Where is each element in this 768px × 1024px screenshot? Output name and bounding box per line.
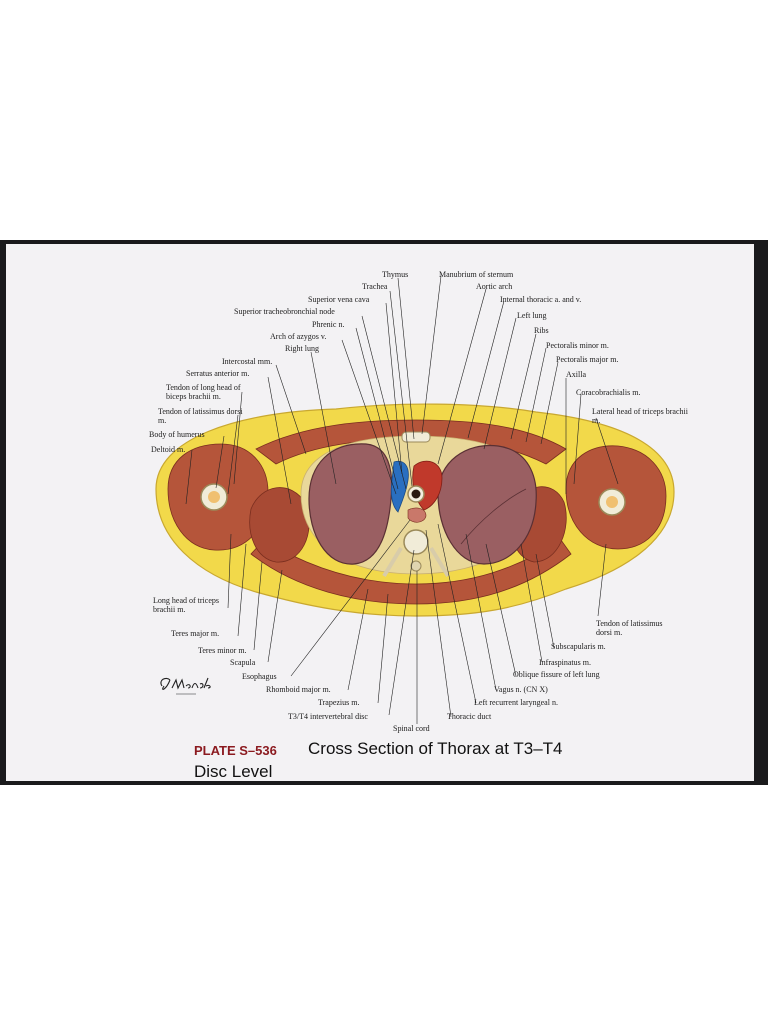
- label-superior-tracheobronchial-node: Superior tracheobronchial node: [234, 307, 335, 316]
- manubrium: [401, 431, 431, 443]
- right-lung: [308, 443, 393, 565]
- label-right-lung: Right lung: [285, 344, 320, 353]
- label-manubrium: Manubrium of sternum: [439, 270, 514, 279]
- label-infraspinatus: Infraspinatus m.: [539, 658, 591, 667]
- label-oblique-fissure: Oblique fissure of left lung: [513, 670, 600, 679]
- label-serratus-anterior: Serratus anterior m.: [186, 369, 250, 378]
- label-axilla: Axilla: [566, 370, 586, 379]
- superior-vena-cava: [390, 460, 409, 513]
- photo-screen-frame: Thymus Trachea Superior vena cava Superi…: [0, 240, 768, 785]
- esophagus: [407, 507, 427, 523]
- label-thymus: Thymus: [382, 270, 409, 279]
- label-lateral-head-triceps: Lateral head of triceps brachii m.: [592, 407, 688, 425]
- label-thoracic-duct: Thoracic duct: [447, 712, 492, 721]
- label-tendon-latissimus-left: Tendon of latissimus dorsi m.: [158, 407, 243, 425]
- thorax-cross-section-illustration: [155, 275, 675, 724]
- posterior-back-muscles: [250, 539, 572, 605]
- label-trachea: Trachea: [362, 282, 388, 291]
- leader-lines: [185, 275, 619, 724]
- label-teres-major: Teres major m.: [171, 629, 220, 638]
- spinal-canal: [410, 560, 422, 572]
- label-arch-of-azygos: Arch of azygos v.: [270, 332, 327, 341]
- label-vagus: Vagus n. (CN X): [494, 685, 548, 694]
- label-subscapularis: Subscapularis m.: [551, 642, 606, 651]
- label-left-recurrent-laryngeal: Left recurrent laryngeal n.: [474, 698, 558, 707]
- plate-title: Cross Section of Thorax at T3–T4: [308, 739, 563, 758]
- label-coracobrachialis: Coracobrachialis m.: [576, 388, 641, 397]
- label-trapezius: Trapezius m.: [318, 698, 360, 707]
- label-esophagus: Esophagus: [242, 672, 277, 681]
- label-teres-minor: Teres minor m.: [198, 646, 247, 655]
- label-body-of-humerus: Body of humerus: [149, 430, 205, 439]
- label-intercostal: Intercostal mm.: [222, 357, 273, 366]
- label-pectoralis-minor: Pectoralis minor m.: [546, 341, 609, 350]
- label-spinal-cord: Spinal cord: [393, 724, 430, 733]
- label-left-lung: Left lung: [517, 311, 547, 320]
- label-tendon-latissimus-right: Tendon of latissimus dorsi m.: [596, 619, 663, 637]
- label-ribs: Ribs: [534, 326, 549, 335]
- label-scapula: Scapula: [230, 658, 256, 667]
- label-aortic-arch: Aortic arch: [476, 282, 513, 291]
- label-t3-t4-disc: T3/T4 intervertebral disc: [288, 712, 368, 721]
- plate-number: PLATE S–536: [194, 743, 277, 758]
- anatomy-plate: Thymus Trachea Superior vena cava Superi…: [6, 244, 754, 781]
- plate-title-line2: Disc Level: [194, 762, 273, 781]
- vertebral-body: [403, 529, 429, 555]
- label-internal-thoracic: Internal thoracic a. and v.: [500, 295, 582, 304]
- label-deltoid: Deltoid m.: [151, 445, 186, 454]
- artist-signature: [160, 677, 211, 695]
- label-pectoralis-major: Pectoralis major m.: [556, 355, 619, 364]
- left-lung: [437, 444, 537, 565]
- label-superior-vena-cava: Superior vena cava: [308, 295, 370, 304]
- label-long-head-triceps: Long head of triceps brachii m.: [153, 596, 219, 614]
- label-tendon-biceps: Tendon of long head of biceps brachii m.: [166, 383, 241, 401]
- left-scapular-muscles: [249, 487, 310, 563]
- label-phrenic-nerve: Phrenic n.: [312, 320, 345, 329]
- label-rhomboid-major: Rhomboid major m.: [266, 685, 331, 694]
